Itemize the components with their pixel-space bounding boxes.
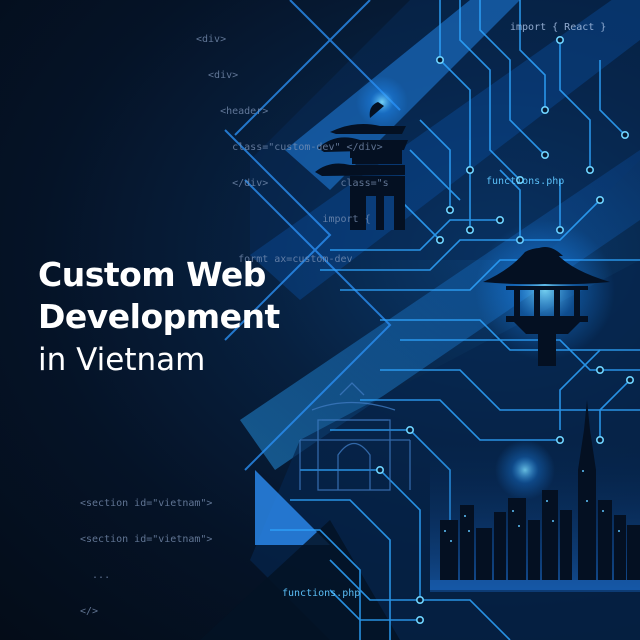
building-lights — [444, 470, 620, 542]
code-line: <header> — [196, 106, 269, 117]
file-label-functions-upper: functions.php — [486, 176, 565, 187]
code-line: class="custom-dev" </div> — [196, 142, 383, 153]
code-line: <section id="vietnam"> — [80, 498, 213, 509]
pagoda-glow-icon — [483, 247, 610, 366]
code-line: formt ax=custom-dev — [196, 254, 353, 265]
code-snippet-top: <div> <div> <header> class="custom-dev" … — [196, 10, 389, 290]
blue-triangle-bottom — [255, 470, 330, 545]
diagonal-panel-mid — [250, 0, 640, 300]
code-line: import { — [196, 214, 371, 225]
temple-gate-icon — [299, 382, 411, 491]
code-import-react: import { React } — [510, 22, 607, 33]
pagoda-upper-icon — [315, 102, 408, 230]
code-line: </div> class="s — [196, 178, 389, 189]
code-line: <section id="vietnam"> — [80, 534, 213, 545]
code-line: <div> — [196, 70, 239, 81]
headline: Custom Web Development in Vietnam — [38, 254, 280, 382]
code-line: <div> — [196, 34, 227, 45]
diagonal-panel-top — [250, 0, 640, 260]
code-snippet-bottom: <section id="vietnam"> <section id="viet… — [80, 474, 212, 640]
city-skyline-icon — [440, 400, 640, 580]
river-reflection — [430, 580, 640, 592]
code-line: ... — [80, 570, 111, 581]
file-label-functions-lower: functions.php — [282, 588, 361, 599]
headline-line-3: in Vietnam — [38, 342, 206, 378]
headline-line-1: Custom Web — [38, 255, 266, 294]
glow-spot — [356, 76, 408, 128]
headline-line-2: Development — [38, 297, 280, 336]
code-line: </> — [80, 606, 99, 617]
